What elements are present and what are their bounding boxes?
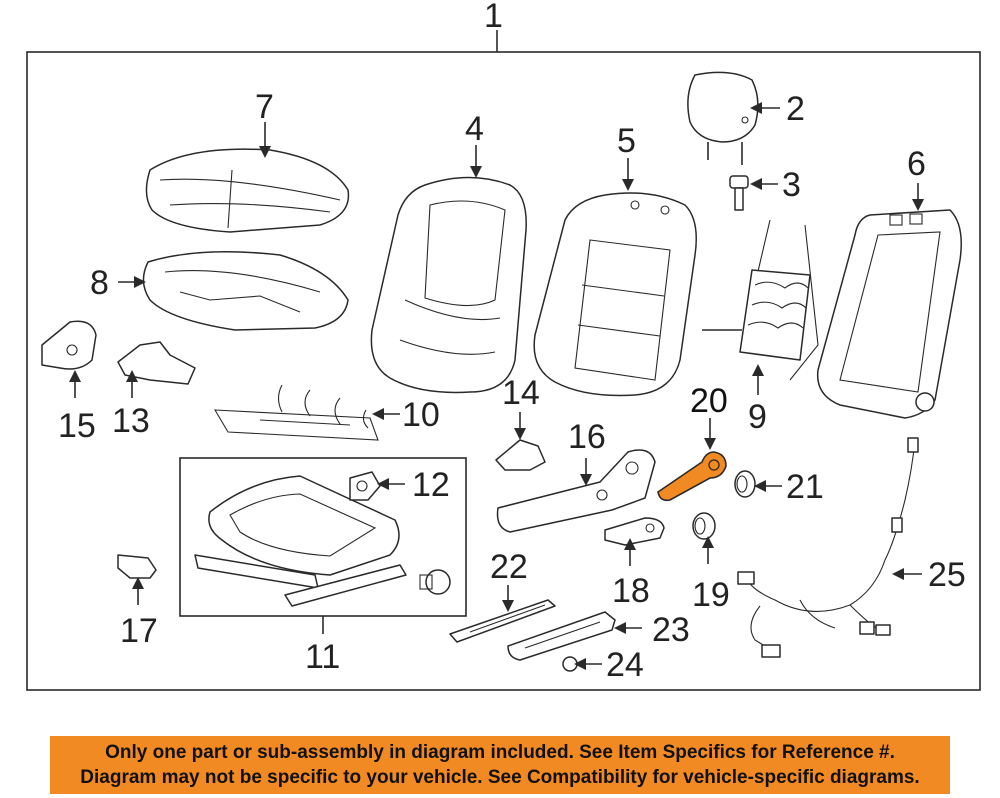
callout-16: 16 bbox=[568, 418, 606, 456]
part-2-headrest bbox=[687, 71, 759, 165]
callout-17: 17 bbox=[120, 612, 158, 650]
part-19-cap bbox=[692, 512, 716, 540]
part-5-back-pad bbox=[533, 192, 697, 397]
callout-20: 20 bbox=[690, 382, 728, 420]
part-9-spring-mat bbox=[702, 219, 819, 381]
callout-10: 10 bbox=[402, 396, 440, 434]
part-21-cap bbox=[734, 470, 756, 498]
part-4-back-cover bbox=[370, 176, 527, 394]
callout-21: 21 bbox=[786, 468, 824, 506]
part-17-clip bbox=[117, 554, 157, 579]
part-7-cushion-cover bbox=[145, 148, 350, 233]
callout-8: 8 bbox=[90, 264, 109, 302]
part-25-wiring-harness bbox=[737, 437, 919, 658]
part-22-trim-strip bbox=[449, 599, 556, 643]
callout-7: 7 bbox=[255, 88, 274, 126]
callout-15: 15 bbox=[58, 407, 96, 445]
callout-3: 3 bbox=[782, 166, 801, 204]
callout-1: 1 bbox=[484, 0, 503, 35]
callout-11: 11 bbox=[305, 638, 340, 676]
callout-5: 5 bbox=[617, 122, 636, 160]
callout-6: 6 bbox=[907, 145, 926, 183]
part-16-side-shield bbox=[496, 449, 656, 533]
callout-24: 24 bbox=[606, 646, 644, 684]
part-18-knob bbox=[604, 517, 665, 546]
disclaimer-line-2: Diagram may not be specific to your vehi… bbox=[80, 767, 920, 788]
part-14-bracket bbox=[495, 439, 546, 471]
part-23-trim-strip bbox=[507, 611, 616, 661]
callout-2: 2 bbox=[786, 90, 805, 128]
callout-13: 13 bbox=[112, 402, 150, 440]
part-6-back-frame bbox=[816, 209, 962, 419]
part-15-trim bbox=[41, 320, 97, 370]
callout-19: 19 bbox=[692, 576, 730, 614]
callout-9: 9 bbox=[748, 398, 767, 436]
part-20-recliner-handle bbox=[657, 451, 727, 502]
part-8-cushion-pad bbox=[142, 251, 349, 331]
callout-12: 12 bbox=[412, 466, 450, 504]
disclaimer-line-1: Only one part or sub-assembly in diagram… bbox=[105, 742, 895, 763]
callout-18: 18 bbox=[612, 572, 650, 610]
callout-22: 22 bbox=[490, 548, 528, 586]
part-10-wire-frame bbox=[214, 384, 379, 441]
callout-23: 23 bbox=[652, 611, 690, 649]
assembly-frame bbox=[26, 51, 981, 691]
callout-25: 25 bbox=[928, 556, 966, 594]
callout-14: 14 bbox=[502, 374, 540, 412]
part-12-motor bbox=[349, 471, 381, 501]
part-3-guide bbox=[729, 175, 749, 211]
callout-4: 4 bbox=[465, 110, 484, 148]
disclaimer-banner: Only one part or sub-assembly in diagram… bbox=[50, 736, 950, 794]
